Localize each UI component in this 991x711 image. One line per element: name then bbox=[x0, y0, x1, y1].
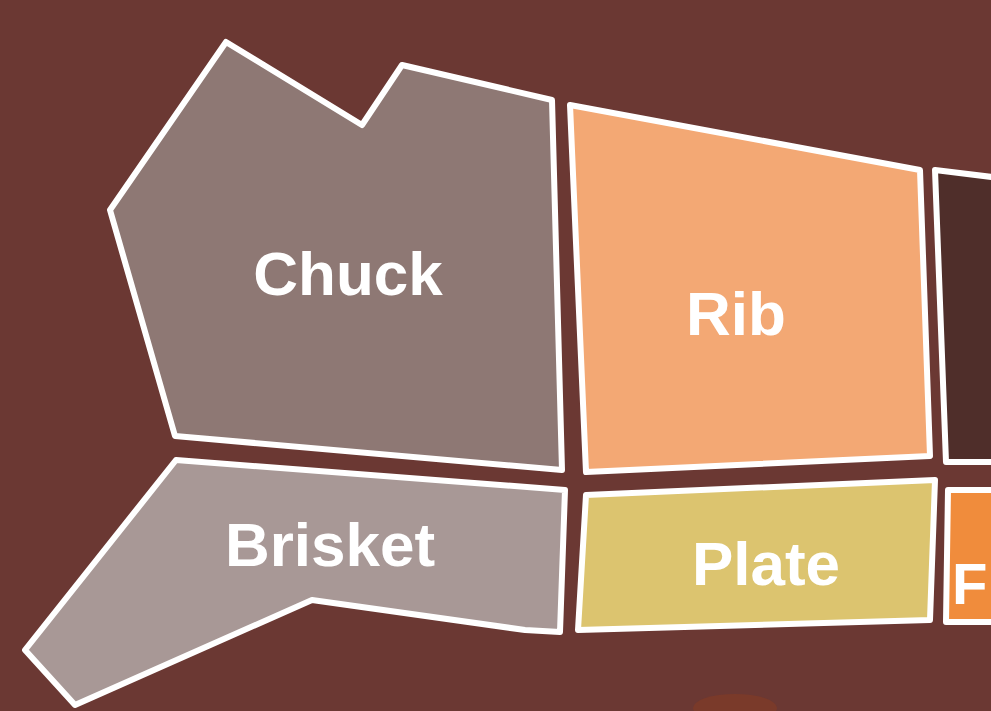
cut-label: F bbox=[952, 555, 987, 613]
loin-region bbox=[935, 170, 991, 462]
cut-label: Rib bbox=[686, 283, 786, 345]
brisket-cut: Brisket bbox=[25, 460, 565, 705]
cut-shape bbox=[578, 480, 935, 630]
cut-shape bbox=[25, 460, 565, 705]
cut-shape bbox=[946, 490, 991, 622]
rib-cut: Rib bbox=[570, 105, 930, 472]
cut-label: Chuck bbox=[253, 243, 442, 305]
food-photo bbox=[693, 694, 777, 711]
flank-cut: F bbox=[946, 490, 991, 622]
cut-shape bbox=[110, 42, 562, 470]
cut-label: Plate bbox=[692, 533, 840, 595]
chuck-cut: Chuck bbox=[110, 42, 562, 470]
cut-outline bbox=[25, 460, 565, 705]
cut-shape bbox=[570, 105, 930, 472]
plate-cut: Plate bbox=[578, 480, 935, 630]
cut-label: Brisket bbox=[225, 514, 435, 576]
